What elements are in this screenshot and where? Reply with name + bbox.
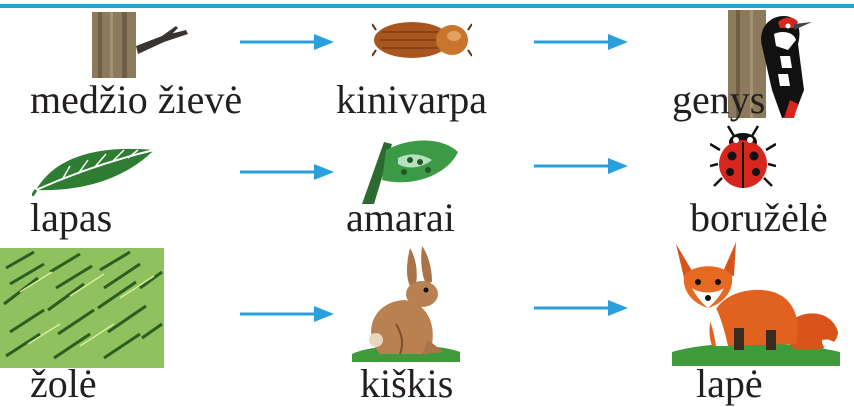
leaf-icon	[32, 148, 155, 196]
fox-icon	[672, 242, 840, 366]
arrow-icon	[240, 306, 334, 322]
arrow-icon	[240, 164, 334, 180]
ladybug-icon	[710, 125, 776, 188]
aphids-leaf-icon	[362, 140, 458, 204]
node-label: lapas	[30, 195, 113, 240]
node-label: genys	[672, 77, 766, 122]
tree-bark-icon	[92, 12, 188, 78]
arrow-icon	[534, 300, 628, 316]
beetle-icon	[372, 22, 472, 58]
node-label: lapė	[696, 361, 763, 406]
arrow-icon	[240, 34, 334, 50]
node-label: amarai	[346, 195, 455, 240]
node-label: kiškis	[360, 361, 454, 406]
node-label: medžio žievė	[30, 77, 243, 122]
hare-icon	[352, 246, 460, 362]
woodpecker-icon	[728, 10, 812, 118]
top-divider	[0, 4, 854, 8]
arrow-icon	[534, 34, 628, 50]
arrow-icon	[534, 158, 628, 174]
grass-icon	[0, 248, 164, 368]
node-label: kinivarpa	[336, 77, 488, 122]
node-label: žolė	[30, 361, 97, 406]
node-label: boružėlė	[690, 195, 828, 240]
